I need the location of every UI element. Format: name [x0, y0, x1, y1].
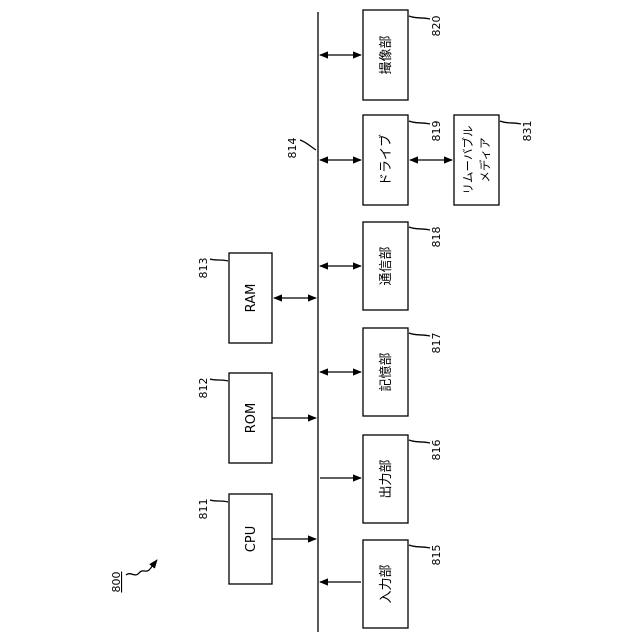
- cpu-ref: 811: [197, 499, 210, 520]
- drive-ref-leader: [409, 121, 430, 124]
- communication-unit-label: 通信部: [379, 246, 394, 285]
- ram-label: RAM: [244, 284, 259, 313]
- removable-media-label-line1: リムーバブル: [461, 126, 475, 195]
- cpu-ref-leader: [210, 500, 228, 502]
- rom-label: ROM: [244, 403, 259, 433]
- cpu-label: CPU: [244, 526, 259, 552]
- ram-ref-leader: [210, 259, 228, 261]
- input-unit-label: 入力部: [379, 564, 394, 603]
- communication-unit-ref: 818: [430, 227, 443, 248]
- storage-unit-label: 記憶部: [378, 352, 394, 391]
- removable-media-label-line2: メディア: [478, 137, 492, 182]
- rom-ref-leader: [210, 379, 228, 381]
- figure-number-arrow: [150, 560, 157, 569]
- imaging-unit-ref-leader: [409, 16, 430, 19]
- bus-ref-leader: [300, 140, 316, 150]
- imaging-unit-label: 撮像部: [378, 35, 394, 74]
- drive-label: ドライブ: [378, 134, 394, 186]
- storage-unit-ref: 817: [430, 333, 443, 354]
- ram-ref: 813: [197, 258, 210, 279]
- output-unit-ref-leader: [409, 440, 430, 443]
- figure-number-squiggle: [126, 569, 150, 575]
- removable-media-ref-leader: [500, 121, 521, 124]
- figure-number: 800: [110, 572, 123, 593]
- removable-media-ref: 831: [521, 121, 534, 142]
- imaging-unit-ref: 820: [430, 16, 443, 37]
- bus-ref-label: 814: [286, 138, 299, 159]
- input-unit-ref-leader: [409, 545, 430, 548]
- output-unit-ref: 816: [430, 440, 443, 461]
- communication-unit-ref-leader: [409, 227, 430, 230]
- rom-ref: 812: [197, 378, 210, 399]
- drive-ref: 819: [430, 121, 443, 142]
- storage-unit-ref-leader: [409, 333, 430, 336]
- output-unit-label: 出力部: [379, 459, 394, 498]
- input-unit-ref: 815: [430, 545, 443, 566]
